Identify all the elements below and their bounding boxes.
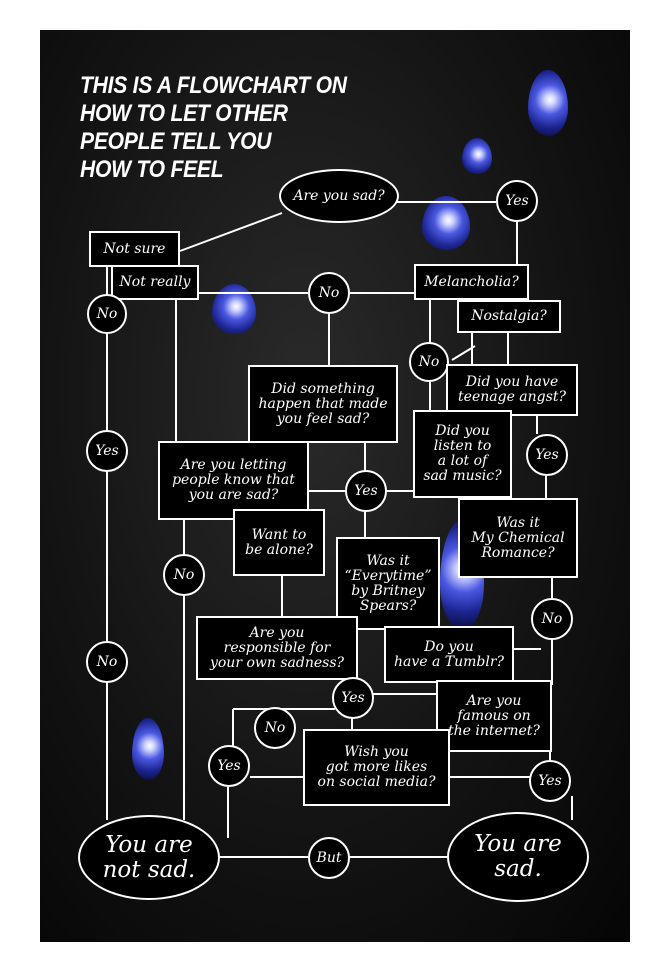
answer-yes-lower-left: Yes [208, 745, 250, 787]
question-teenage-angst: Did you have teenage angst? [446, 364, 578, 416]
question-famous-internet: Are you famous on the internet? [436, 680, 552, 752]
water-drop-decoration [462, 138, 492, 174]
water-drop-decoration [212, 284, 256, 334]
question-responsible-sadness: Are you responsible for your own sadness… [196, 616, 358, 680]
answer-yes-top: Yes [496, 180, 538, 222]
answer-yes-music: Yes [526, 434, 568, 476]
connector-but: But [308, 837, 350, 879]
question-tumblr: Do you have a Tumblr? [384, 626, 514, 683]
title-line: HOW TO LET OTHER [80, 100, 288, 127]
title-line: THIS IS A FLOWCHART ON [80, 72, 347, 99]
question-listen-sad-music: Did you listen to a lot of sad music? [413, 410, 512, 498]
answer-not-really: Not really [111, 265, 199, 300]
answer-no-left: No [87, 294, 127, 334]
answer-not-sure: Not sure [89, 231, 180, 267]
question-nostalgia: Nostalgia? [457, 300, 561, 333]
answer-yes-lower-right: Yes [529, 760, 571, 802]
answer-no-center: No [308, 272, 350, 314]
water-drop-decoration [132, 718, 164, 780]
answer-no-right: No [531, 598, 573, 640]
question-everytime-britney: Was it “Everytime” by Britney Spears? [336, 537, 440, 630]
title-line: HOW TO FEEL [80, 156, 224, 183]
result-sad: You are sad. [447, 812, 589, 902]
flowchart-title: THIS IS A FLOWCHART ON HOW TO LET OTHER … [80, 72, 347, 184]
question-melancholia: Melancholia? [414, 264, 529, 300]
answer-no-mid-left: No [163, 554, 205, 596]
question-did-something-happen: Did something happen that made you feel … [248, 365, 398, 443]
answer-yes-mid: Yes [345, 470, 387, 512]
water-drop-decoration [422, 196, 470, 250]
question-want-alone: Want to be alone? [233, 509, 325, 576]
answer-yes-left: Yes [86, 430, 128, 472]
answer-no-lower: No [254, 707, 296, 749]
water-drop-decoration [528, 70, 568, 136]
answer-no-left-lower: No [86, 641, 128, 683]
answer-no-melancholia: No [409, 342, 449, 382]
answer-yes-responsible: Yes [332, 677, 374, 719]
title-line: PEOPLE TELL YOU [80, 128, 272, 155]
question-likes-social-media: Wish you got more likes on social media? [303, 729, 450, 806]
question-are-you-sad: Are you sad? [279, 169, 399, 223]
question-my-chemical-romance: Was it My Chemical Romance? [458, 498, 578, 578]
result-not-sad: You are not sad. [78, 815, 220, 900]
question-letting-people-know: Are you letting people know that you are… [158, 441, 309, 520]
